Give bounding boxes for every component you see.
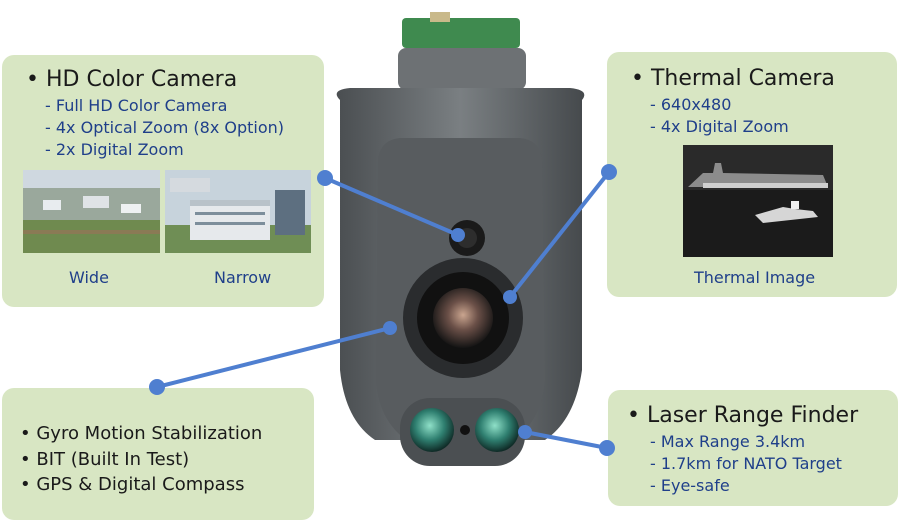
hd-camera-line-2: - 4x Optical Zoom (8x Option) [45,118,285,137]
lrf-callout-dot-inner [518,425,532,439]
features-callout-dot-inner [383,321,397,335]
hd-camera-heading: • HD Color Camera [26,67,238,92]
features-callout-line [156,326,391,389]
laser-range-finder-panel [608,390,898,506]
lrf-lens-right [475,408,519,452]
camera-neck [398,48,526,90]
feature-gps-compass: • GPS & Digital Compass [20,474,245,495]
wide-caption: Wide [69,268,109,287]
thermal-camera-line-1: - 640x480 [650,95,732,114]
lrf-heading: • Laser Range Finder [627,403,859,428]
features-panel [2,388,314,520]
thermal-camera-line-2: - 4x Digital Zoom [650,117,789,136]
wide-view-photo [23,170,160,253]
lrf-callout-dot-outer [599,440,615,456]
thermal-image-photo [683,145,833,257]
feature-gyro-stabilization: • Gyro Motion Stabilization [20,423,263,444]
thermal-image-caption: Thermal Image [694,268,816,287]
lrf-line-1: - Max Range 3.4km [650,432,806,451]
hd-camera-line-3: - 2x Digital Zoom [45,140,184,159]
lrf-line-3: - Eye-safe [650,476,730,495]
hd-camera-line-1: - Full HD Color Camera [45,96,228,115]
lrf-lens-left [410,408,454,452]
hd-callout-dot-inner [451,228,465,242]
thermal-camera-heading: • Thermal Camera [631,66,835,91]
feature-bit: • BIT (Built In Test) [20,449,190,470]
narrow-view-photo [165,170,311,253]
narrow-caption: Narrow [214,268,272,287]
thermal-callout-line [508,170,611,299]
features-callout-dot-outer [149,379,165,395]
thermal-callout-dot-outer [601,164,617,180]
hd-callout-dot-outer [317,170,333,186]
pcb-board [402,18,520,48]
thermal-callout-dot-inner [503,290,517,304]
hd-callout-line [324,176,459,237]
lrf-line-2: - 1.7km for NATO Target [650,454,842,473]
lrf-callout-line [524,430,608,450]
